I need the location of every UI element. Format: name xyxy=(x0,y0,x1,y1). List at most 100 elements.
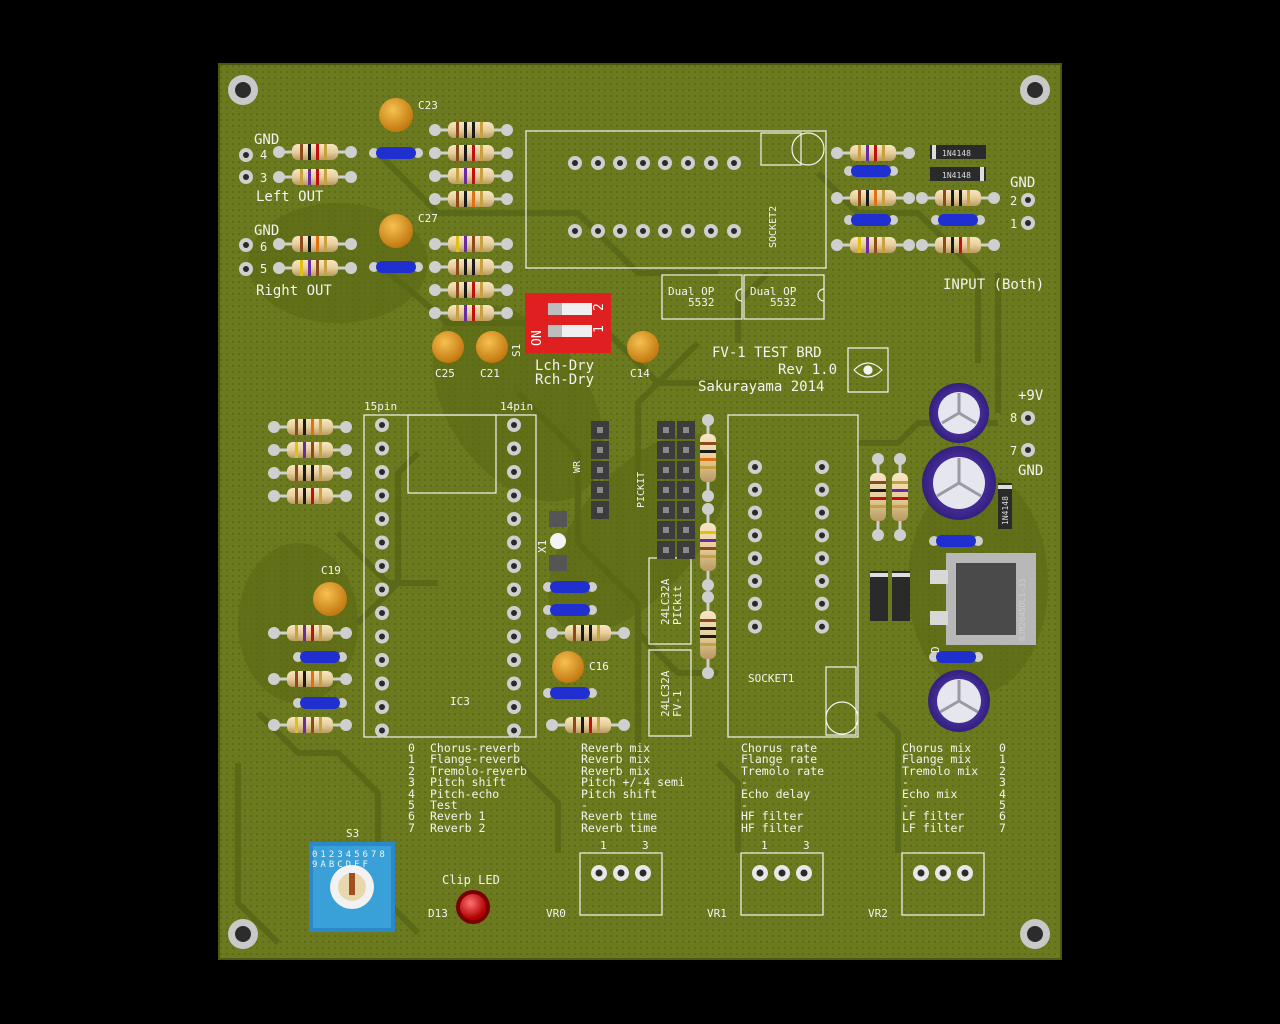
right-out-pin-6: 6 xyxy=(260,240,268,254)
ic-pin xyxy=(815,528,829,543)
header-pin xyxy=(591,421,609,439)
film-capacitor xyxy=(293,651,347,663)
ic-pin xyxy=(375,723,389,738)
diode-d1 xyxy=(930,145,986,159)
ic-pin xyxy=(375,582,389,597)
resistor xyxy=(429,168,513,184)
dip-on-label: ON xyxy=(530,330,545,346)
header-pin xyxy=(657,421,675,439)
ic-pin xyxy=(681,224,695,238)
program-table-cell-vr0: Reverb time xyxy=(581,809,658,824)
board-title: FV-1 TEST BRD xyxy=(712,345,822,361)
program-table-cell-vr1: HF filter xyxy=(741,809,804,824)
pin-headers xyxy=(591,421,695,559)
ic-pin xyxy=(375,559,389,573)
header-pin xyxy=(591,501,609,519)
ic-pin xyxy=(704,224,718,238)
resistors xyxy=(268,122,1000,733)
ic-pin xyxy=(748,528,762,543)
film-capacitor xyxy=(543,604,597,616)
program-table-cell-vr1: - xyxy=(741,798,748,812)
ic-pin xyxy=(507,465,521,479)
program-table-cell-num_r: 1 xyxy=(999,752,1006,767)
ic-pin xyxy=(375,700,389,714)
mounting-holes xyxy=(228,75,1050,949)
power-pin-8: 8 xyxy=(1010,411,1018,425)
ic-pin xyxy=(375,676,389,691)
ref-c23: C23 xyxy=(418,99,438,112)
right-out-label: Right OUT xyxy=(256,283,332,299)
program-table-cell-program: Chorus-reverb xyxy=(430,741,521,755)
pot-pad xyxy=(913,865,929,881)
ic-pin xyxy=(507,582,521,597)
ref-c16: C16 xyxy=(589,660,609,673)
ref-c27: C27 xyxy=(418,212,438,225)
ic-pin xyxy=(815,460,829,474)
program-table-cell-vr2: - xyxy=(902,775,909,790)
opamp2-line2: 5532 xyxy=(770,296,797,309)
resistor xyxy=(916,190,1000,206)
resistor xyxy=(831,237,915,253)
resistor xyxy=(268,488,352,504)
program-table-cell-vr2: Echo mix xyxy=(902,786,958,801)
program-table-cell-num_r: 3 xyxy=(999,775,1006,790)
program-table-cell-num_r: 6 xyxy=(999,809,1006,824)
ic-pin xyxy=(748,460,762,474)
ic-pin xyxy=(727,224,741,238)
header-pin xyxy=(677,501,695,519)
eeprom2-use: FV-1 xyxy=(671,690,684,718)
capacitor-c14 xyxy=(627,331,659,363)
resistor xyxy=(273,236,357,252)
ref-c25: C25 xyxy=(435,367,455,380)
electrolytic-capacitors xyxy=(922,383,996,732)
diodes xyxy=(870,145,1012,621)
resistor xyxy=(268,625,352,641)
mounting-hole xyxy=(228,75,258,105)
header-pin xyxy=(677,421,695,439)
ic-pin xyxy=(507,488,521,503)
vr2-label: VR2 xyxy=(868,907,888,920)
program-table-cell-vr0: Pitch +/-4 semi xyxy=(581,775,685,790)
resistor xyxy=(831,190,915,206)
resistor xyxy=(546,625,630,641)
ic-pin xyxy=(507,629,521,644)
opamp1-line2: 5532 xyxy=(688,296,715,309)
dip-line2: Rch-Dry xyxy=(535,372,595,388)
pot-pad xyxy=(635,865,651,881)
ic-pin xyxy=(815,574,829,588)
d-mark: D xyxy=(929,646,942,653)
vr0-pin1: 1 xyxy=(600,839,607,852)
ic-pin xyxy=(507,559,521,573)
resistor xyxy=(268,717,352,733)
resistor xyxy=(831,145,915,161)
resistor xyxy=(273,144,357,160)
clip-led-d13 xyxy=(456,890,490,924)
vr0-outline xyxy=(579,852,663,916)
opamp1-outline xyxy=(661,274,743,320)
ic-pin xyxy=(375,653,389,667)
resistor xyxy=(268,465,352,481)
film-capacitor xyxy=(929,535,983,547)
ic-pin xyxy=(507,606,521,620)
program-table-cell-num: 7 xyxy=(408,820,415,835)
capacitor-c27 xyxy=(379,214,413,248)
clip-led-label: Clip LED xyxy=(442,873,500,887)
header-pin xyxy=(657,521,675,539)
film-capacitor xyxy=(929,651,983,663)
film-capacitor xyxy=(844,214,898,226)
resistor xyxy=(273,260,357,276)
pcb-artwork xyxy=(218,63,1062,960)
program-table-cell-num: 0 xyxy=(408,741,415,755)
ic-pin xyxy=(658,224,672,238)
ic-pin xyxy=(748,482,762,497)
resistor xyxy=(268,442,352,458)
ref-c19: C19 xyxy=(321,564,341,577)
vr1-pin3: 3 xyxy=(803,839,810,852)
resistor xyxy=(429,259,513,275)
resistor xyxy=(870,453,886,541)
header-pin xyxy=(657,501,675,519)
program-table-cell-vr0: - xyxy=(581,798,588,812)
vr0-label: VR0 xyxy=(546,907,566,920)
program-table-cell-num: 1 xyxy=(408,752,415,767)
opamp2-outline xyxy=(743,274,825,320)
